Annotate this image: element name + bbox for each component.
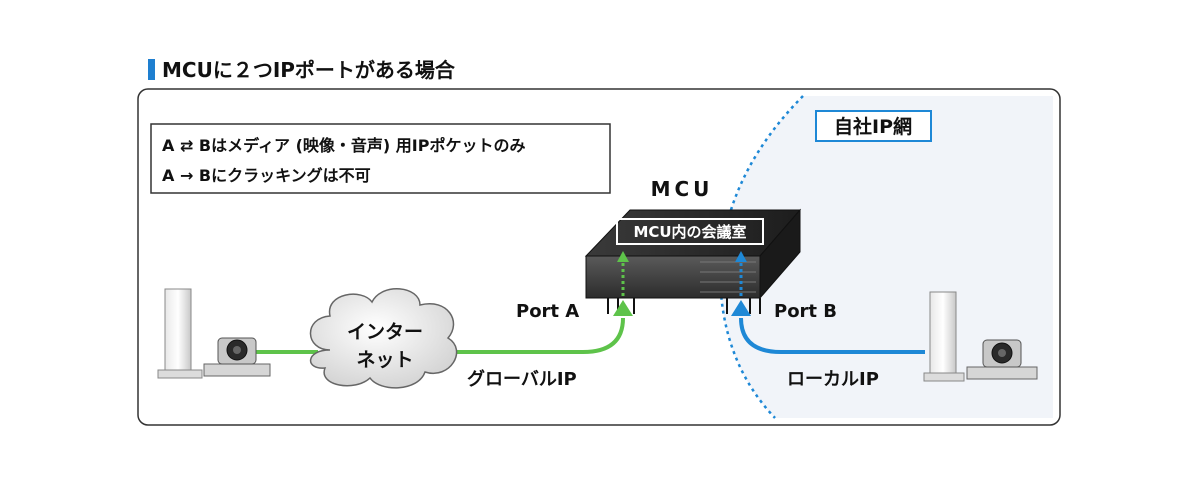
global-ip-link [455,317,625,354]
note-line-1: A ⇄ Bはメディア (映像・音声) 用IPポケットのみ [162,136,525,155]
terminal-a-camera-icon [203,337,271,377]
global-ip-arrowhead [613,300,633,316]
terminal-a-monitor-icon [157,288,203,379]
terminal-b-monitor-icon [923,291,965,382]
local-ip-arrowhead [731,300,751,316]
local-ip-label: ローカルIP [787,369,879,390]
conference-room-label: MCU内の会議室 [633,223,746,241]
internet-cloud-icon [309,288,458,389]
port-a-label: Port A [516,301,579,322]
internet-label-line-2: ネット [356,349,413,371]
internal-arrowhead-b [735,251,747,262]
terminal-b-camera-icon [966,339,1038,380]
page-title: MCUに２つIPポートがある場合 [162,58,456,82]
note-line-2: A → Bにクラッキングは不可 [162,166,371,185]
internet-label-line-1: インター [347,321,423,343]
local-ip-link [739,317,925,354]
global-ip-label: グローバルIP [467,368,577,390]
notes-box [150,123,611,194]
network-label-box [815,110,932,142]
network-label: 自社IP網 [834,115,912,138]
mcu-label: MCU [651,177,714,201]
port-b-label: Port B [774,301,837,322]
conference-room-box [616,218,764,245]
port-b-connector [726,298,761,314]
company-network-zone [720,96,1053,418]
title-accent-bar [148,59,155,80]
internal-arrowhead-a [617,251,629,262]
